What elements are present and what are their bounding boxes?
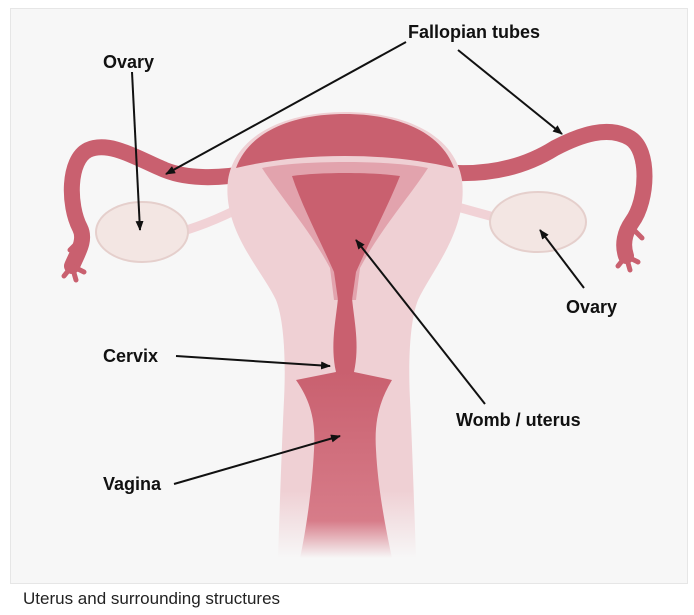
arrow-fallopian-right [458,50,562,134]
label-vagina: Vagina [103,474,161,495]
label-ovary-right: Ovary [566,297,617,318]
figure-caption: Uterus and surrounding structures [23,589,280,609]
label-cervix: Cervix [103,346,158,367]
right-ovary [490,192,586,252]
left-ovary [96,202,188,262]
label-fallopian-tubes: Fallopian tubes [408,22,540,43]
label-womb-uterus: Womb / uterus [456,410,581,431]
label-ovary-left: Ovary [103,52,154,73]
cervical-canal [333,298,356,372]
